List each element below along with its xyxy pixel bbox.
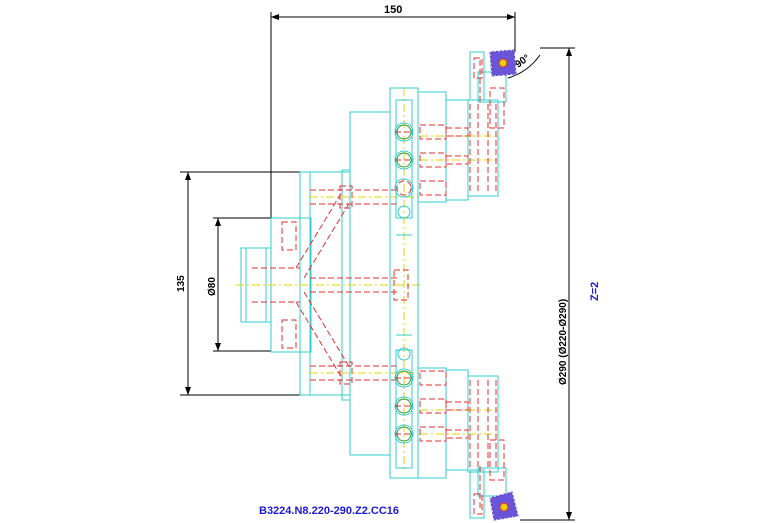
dim-150-label: 150	[384, 4, 402, 16]
upper-insert	[489, 49, 517, 77]
dimension-150: 150	[270, 4, 516, 218]
screw-heads	[394, 122, 414, 444]
centerlines	[236, 88, 500, 470]
dim-135-label: 135	[176, 275, 187, 292]
shank-body	[240, 111, 391, 456]
dim-dia290-label: Ø290 (Ø220-Ø290)	[558, 299, 569, 385]
angle-90-label: 90°	[513, 53, 532, 71]
part-code-label: B3224.N8.220-290.Z2.CC16	[259, 505, 399, 517]
lower-screws	[419, 370, 497, 468]
cutter-body	[382, 87, 499, 479]
lower-insert	[489, 491, 519, 521]
coolant-channels	[295, 185, 409, 385]
upper-screws	[419, 104, 497, 196]
z-teeth-label: Z=2	[589, 282, 601, 301]
dim-dia80-label: Ø80	[207, 277, 218, 296]
dimension-dia80: Ø80	[207, 217, 271, 352]
dimension-dia290: Ø290 (Ø220-Ø290) Z=2	[520, 47, 601, 521]
dimension-135: 135	[176, 171, 300, 396]
lower-cartridge	[469, 439, 507, 519]
